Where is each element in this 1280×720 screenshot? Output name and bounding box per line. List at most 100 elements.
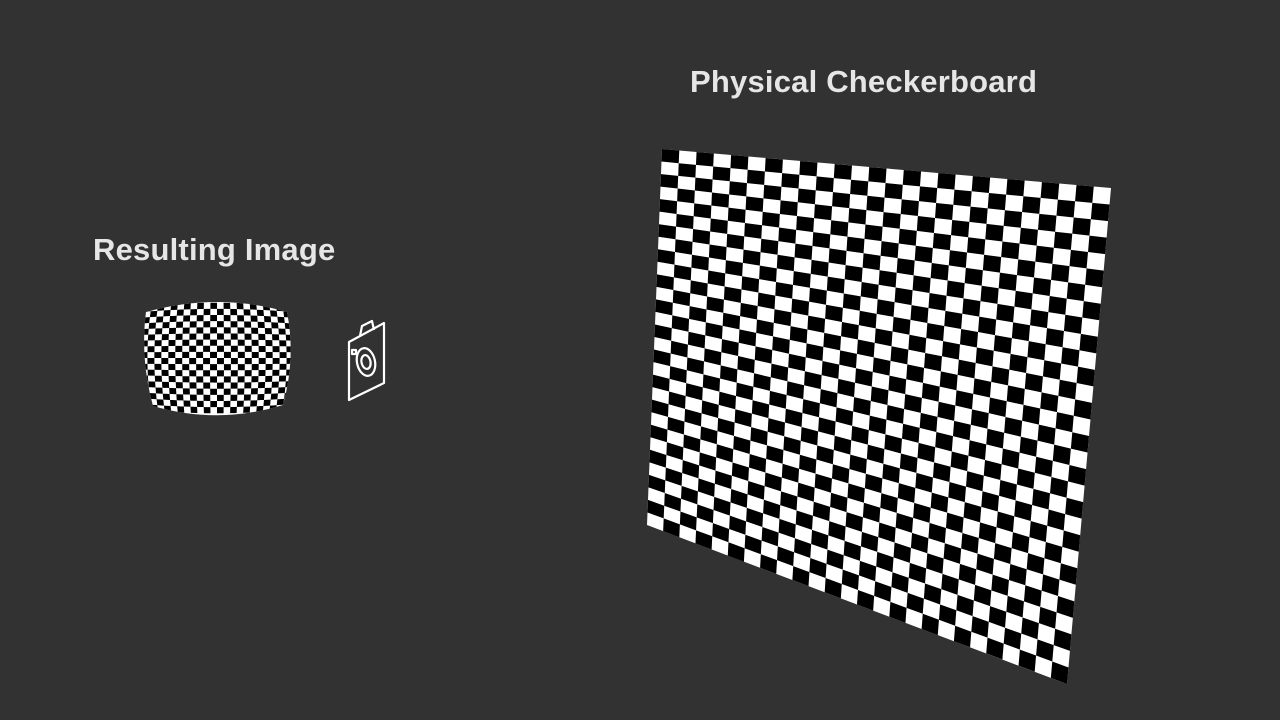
checker-square [1021, 617, 1039, 640]
checker-square [998, 272, 1017, 291]
checker-square [816, 445, 834, 465]
distorted-checker-square [244, 345, 252, 352]
checker-square [694, 177, 713, 193]
checker-square [882, 463, 900, 484]
checker-square [847, 483, 865, 503]
distorted-checker-square [270, 393, 278, 400]
checker-square [870, 386, 889, 405]
distorted-checker-square [258, 358, 266, 365]
distorted-checker-square [176, 394, 184, 401]
distorted-checker-square [144, 386, 150, 394]
distorted-checker-square [244, 358, 252, 365]
checker-square [714, 470, 732, 490]
checker-square [1062, 530, 1081, 552]
physical-checkerboard [647, 149, 1111, 684]
distorted-checker-square [250, 400, 258, 407]
distorted-checker-square [237, 351, 245, 358]
distorted-checker-square [250, 388, 258, 395]
checker-square [757, 292, 776, 310]
checker-square [763, 499, 781, 519]
checker-square [948, 250, 967, 268]
checker-square [762, 211, 780, 228]
checker-square [926, 553, 944, 574]
checker-square [740, 302, 758, 320]
checker-square [677, 188, 695, 204]
checker-square [712, 166, 731, 182]
checker-square [807, 315, 826, 333]
distorted-checker-square [175, 333, 183, 340]
checker-square [956, 594, 974, 617]
distorted-checker-square [183, 400, 191, 407]
checker-square [667, 416, 685, 435]
checker-square [819, 389, 838, 408]
checker-square [914, 245, 933, 263]
checker-square [797, 188, 816, 205]
distorted-checker-square [217, 308, 224, 316]
distorted-checker-square [244, 321, 252, 328]
checker-square [738, 329, 757, 347]
checker-square [1009, 353, 1028, 374]
checker-square [811, 529, 829, 550]
checker-square [1042, 360, 1062, 380]
checker-square [661, 149, 680, 164]
distorted-checker-square [210, 315, 217, 322]
checker-square [928, 522, 946, 544]
checker-square [1051, 263, 1070, 283]
distorted-checker-square [196, 388, 204, 395]
checker-square [918, 186, 938, 203]
checker-square [1085, 268, 1104, 288]
checker-square [756, 319, 774, 337]
checker-square [810, 259, 829, 277]
distorted-checker-square [251, 327, 259, 334]
distorted-checker-square [277, 316, 285, 323]
checker-square [910, 532, 929, 554]
checker-square [946, 280, 965, 299]
distorted-checker-square [265, 375, 273, 382]
checker-square [799, 454, 817, 474]
checker-square [796, 216, 815, 233]
checker-square [674, 239, 693, 255]
distorted-checker-square [176, 309, 184, 316]
distorted-checker-square [196, 400, 204, 408]
checker-square [950, 451, 969, 472]
checker-square [1047, 509, 1066, 531]
distorted-checker-square [149, 393, 157, 400]
checker-square [1034, 456, 1053, 478]
distorted-checker-square [210, 339, 217, 346]
distorted-checker-square [284, 392, 291, 399]
distorted-checker-square [223, 327, 231, 334]
distorted-checker-square [272, 369, 280, 376]
resulting-image [144, 302, 291, 416]
checker-square [986, 637, 1004, 660]
checker-square [868, 415, 887, 435]
distorted-checker-square [257, 381, 266, 389]
distorted-checker-square [223, 339, 231, 346]
distorted-checker-square [170, 303, 178, 311]
checker-square [1038, 606, 1057, 629]
checker-square [1072, 217, 1091, 236]
checker-square [1032, 277, 1052, 296]
distorted-checker-square [285, 334, 291, 341]
checker-square [1037, 424, 1056, 445]
distorted-checker-square [182, 351, 190, 358]
checker-square [900, 199, 919, 217]
distorted-checker-square [223, 302, 231, 309]
checker-square [889, 601, 907, 623]
distorted-checker-square [257, 393, 265, 401]
checker-square [1045, 328, 1064, 348]
distorted-checker-square [203, 382, 211, 389]
checker-square [795, 510, 813, 530]
checker-square [789, 326, 808, 344]
checker-square [1014, 290, 1033, 310]
checker-square [824, 578, 842, 599]
checker-square [744, 223, 762, 239]
checker-square [721, 339, 739, 357]
distorted-checker-square [230, 358, 238, 365]
checker-square [919, 412, 938, 433]
checker-square [856, 339, 875, 358]
checker-square [685, 383, 703, 401]
distorted-checker-square [230, 406, 237, 414]
checker-square [930, 262, 949, 281]
distorted-checker-square [286, 358, 291, 364]
distorted-checker-square [175, 345, 183, 352]
